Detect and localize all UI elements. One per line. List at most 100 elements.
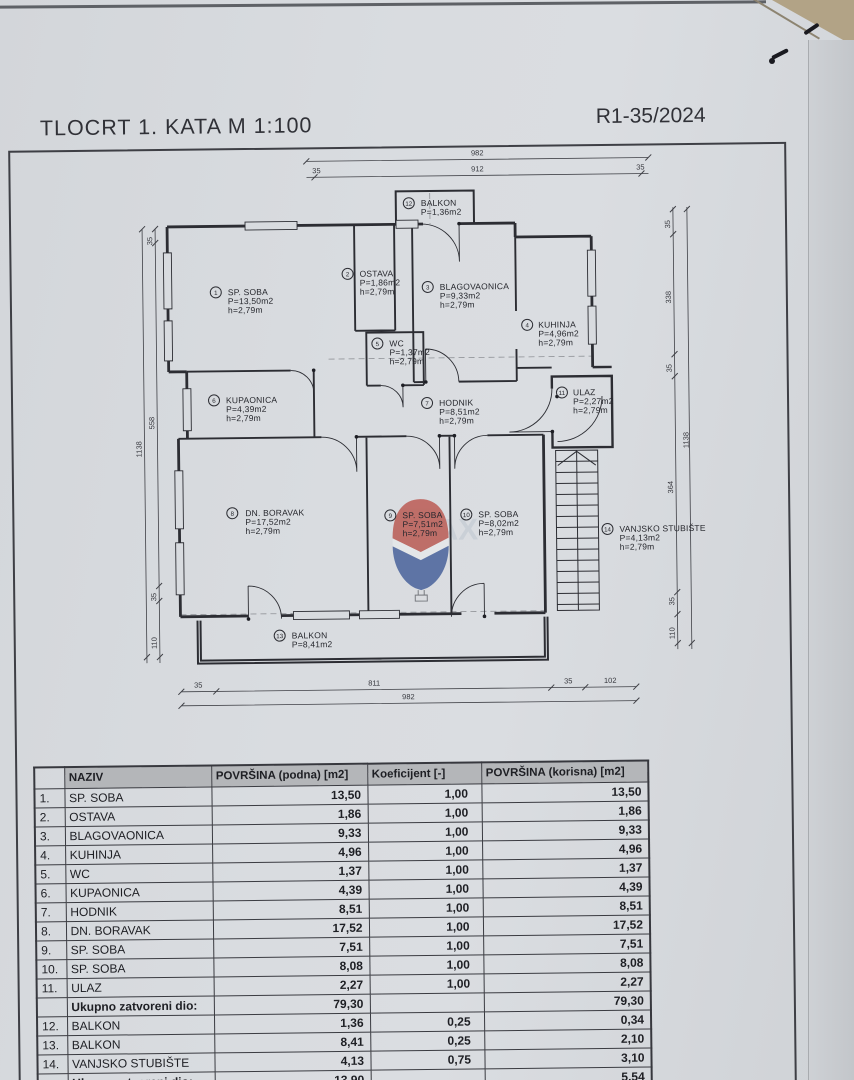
svg-text:BALKON: BALKON: [421, 198, 457, 208]
svg-text:OSTAVA: OSTAVA: [360, 268, 394, 278]
area-table: NAZIV POVRŠINA (podna) [m2] Koeficijent …: [33, 759, 654, 1080]
dim-top-total: 982: [471, 148, 484, 157]
dim-right-4: 364: [666, 481, 675, 494]
room-label-ostava-2: 2 OSTAVA P=1,86m2 h=2,79m: [341, 267, 401, 297]
dim-top-inner: 912: [471, 164, 484, 173]
svg-text:5: 5: [376, 341, 380, 348]
svg-text:h=2,79m: h=2,79m: [440, 299, 475, 309]
svg-text:WC: WC: [389, 338, 404, 348]
svg-text:h=2,79m: h=2,79m: [390, 356, 425, 366]
dim-left-4: 110: [150, 637, 159, 649]
dim-bottom-3: 35: [564, 676, 572, 685]
svg-text:P=1,36m2: P=1,36m2: [421, 207, 462, 217]
svg-text:P=8,02m2: P=8,02m2: [478, 518, 519, 528]
svg-text:P=1,37m2: P=1,37m2: [389, 347, 430, 357]
svg-text:h=2,79m: h=2,79m: [573, 405, 608, 415]
svg-text:KUHINJA: KUHINJA: [538, 319, 576, 329]
svg-text:h=2,79m: h=2,79m: [402, 528, 437, 538]
plan-windows: [162, 219, 597, 620]
paper-fold-line: [808, 40, 809, 1080]
svg-text:P=4,13m2: P=4,13m2: [620, 532, 661, 542]
dim-right-2: 338: [664, 291, 673, 304]
svg-text:8: 8: [231, 511, 235, 518]
svg-text:P=4,96m2: P=4,96m2: [538, 328, 579, 338]
dim-right-5: 35: [667, 597, 676, 605]
header-no: [34, 767, 65, 789]
svg-text:13: 13: [276, 633, 284, 640]
svg-text:P=8,51m2: P=8,51m2: [439, 406, 480, 416]
external-stairs: [555, 449, 600, 612]
svg-text:12: 12: [405, 201, 413, 208]
svg-text:KUPAONICA: KUPAONICA: [226, 395, 277, 406]
dim-right-total: 1138: [681, 432, 690, 448]
svg-text:P=8,41m2: P=8,41m2: [292, 639, 333, 649]
svg-text:SP. SOBA: SP. SOBA: [478, 509, 518, 519]
svg-text:7: 7: [425, 400, 429, 407]
svg-text:P=13,50m2: P=13,50m2: [228, 296, 274, 307]
room-label-blagovaonica-3: 3 BLAGOVAONICA P=9,33m2 h=2,79m: [421, 280, 510, 310]
header-povrsina-podna: POVRŠINA (podna) [m2]: [211, 763, 368, 787]
svg-text:ULAZ: ULAZ: [573, 387, 596, 397]
room-label-kupaonica-6: 6 KUPAONICA P=4,39m2 h=2,79m: [208, 394, 277, 423]
svg-text:9: 9: [389, 513, 393, 520]
dim-left-2: 558: [147, 417, 156, 430]
dim-left-1: 35: [145, 237, 154, 245]
svg-text:SP. SOBA: SP. SOBA: [228, 287, 268, 297]
dim-left-3: 35: [149, 593, 158, 601]
area-table-grid: NAZIV POVRŠINA (podna) [m2] Koeficijent …: [33, 759, 654, 1080]
room-label-vanjsko-stubiste-14: 14 VANJSKO STUBIŠTE P=4,13m2 h=2,79m: [601, 523, 706, 552]
watermark-balloon-logo: AX: [392, 499, 478, 602]
room-labels: 1 SP. SOBA P=13,50m2 h=2,79m 2 OSTAVA P=…: [208, 197, 706, 650]
svg-text:h=2,79m: h=2,79m: [478, 527, 513, 537]
svg-text:P=1,86m2: P=1,86m2: [360, 277, 401, 287]
svg-text:h=2,79m: h=2,79m: [245, 526, 280, 536]
svg-text:h=2,79m: h=2,79m: [226, 413, 261, 423]
svg-text:P=17,52m2: P=17,52m2: [245, 517, 291, 528]
dim-right-1: 35: [663, 220, 672, 228]
plan-walls: [165, 189, 614, 665]
room-label-balkon-12: 12 BALKON P=1,36m2: [402, 197, 462, 217]
svg-text:10: 10: [463, 512, 471, 519]
room-label-sp-soba-9: 9 SP. SOBA P=7,51m2 h=2,79m: [384, 509, 443, 538]
svg-text:14: 14: [604, 526, 612, 533]
svg-text:BLAGOVAONICA: BLAGOVAONICA: [440, 281, 510, 292]
svg-text:P=7,51m2: P=7,51m2: [402, 519, 443, 529]
room-label-ulaz-11: 11 ULAZ P=2,27m2 h=2,79m: [555, 386, 614, 415]
svg-text:SP. SOBA: SP. SOBA: [402, 510, 442, 520]
room-label-kuhinja-4: 4 KUHINJA P=4,96m2 h=2,79m: [521, 318, 579, 348]
dim-left-total: 1138: [134, 441, 143, 457]
room-label-sp-soba-10: 10 SP. SOBA P=8,02m2 h=2,79m: [460, 508, 519, 537]
dim-bottom-2: 811: [368, 679, 380, 688]
dimension-labels: 982 35 912 35 35 811 35 102 982 35 558 3…: [134, 148, 690, 701]
room-label-sp-soba-1: 1 SP. SOBA P=13,50m2 h=2,79m: [209, 286, 274, 315]
plan-dimensions: [138, 154, 696, 710]
svg-text:P=4,39m2: P=4,39m2: [226, 404, 267, 414]
svg-text:h=2,79m: h=2,79m: [228, 305, 263, 315]
room-label-wc-5: 5 WC P=1,37m2 h=2,79m: [371, 337, 430, 366]
svg-text:DN. BORAVAK: DN. BORAVAK: [245, 507, 304, 518]
svg-text:6: 6: [212, 398, 216, 405]
room-label-hodnik-7: 7 HODNIK P=8,51m2 h=2,79m: [421, 396, 480, 426]
room-label-balkon-13: 13 BALKON P=8,41m2: [273, 629, 333, 650]
door-hinge-dots: [246, 221, 559, 621]
paper-right-strip: [809, 40, 854, 1080]
dim-right-3: 35: [665, 364, 674, 372]
svg-text:h=2,79m: h=2,79m: [439, 415, 474, 425]
dim-top-left: 35: [312, 166, 320, 175]
header-koeficijent: Koeficijent [-]: [367, 762, 482, 786]
dim-bottom-4: 102: [604, 676, 617, 685]
svg-text:P=2,27m2: P=2,27m2: [573, 396, 614, 406]
svg-text:1: 1: [214, 290, 218, 297]
pen-mark-dot: [769, 58, 775, 64]
svg-text:VANJSKO STUBIŠTE: VANJSKO STUBIŠTE: [619, 523, 705, 534]
svg-text:P=9,33m2: P=9,33m2: [440, 290, 481, 300]
svg-text:3: 3: [426, 284, 430, 291]
svg-text:HODNIK: HODNIK: [439, 397, 473, 407]
dim-bottom-1: 35: [194, 681, 202, 690]
dim-bottom-total: 982: [402, 692, 415, 701]
svg-text:h=2,79m: h=2,79m: [538, 337, 573, 347]
header-naziv: NAZIV: [64, 765, 212, 789]
